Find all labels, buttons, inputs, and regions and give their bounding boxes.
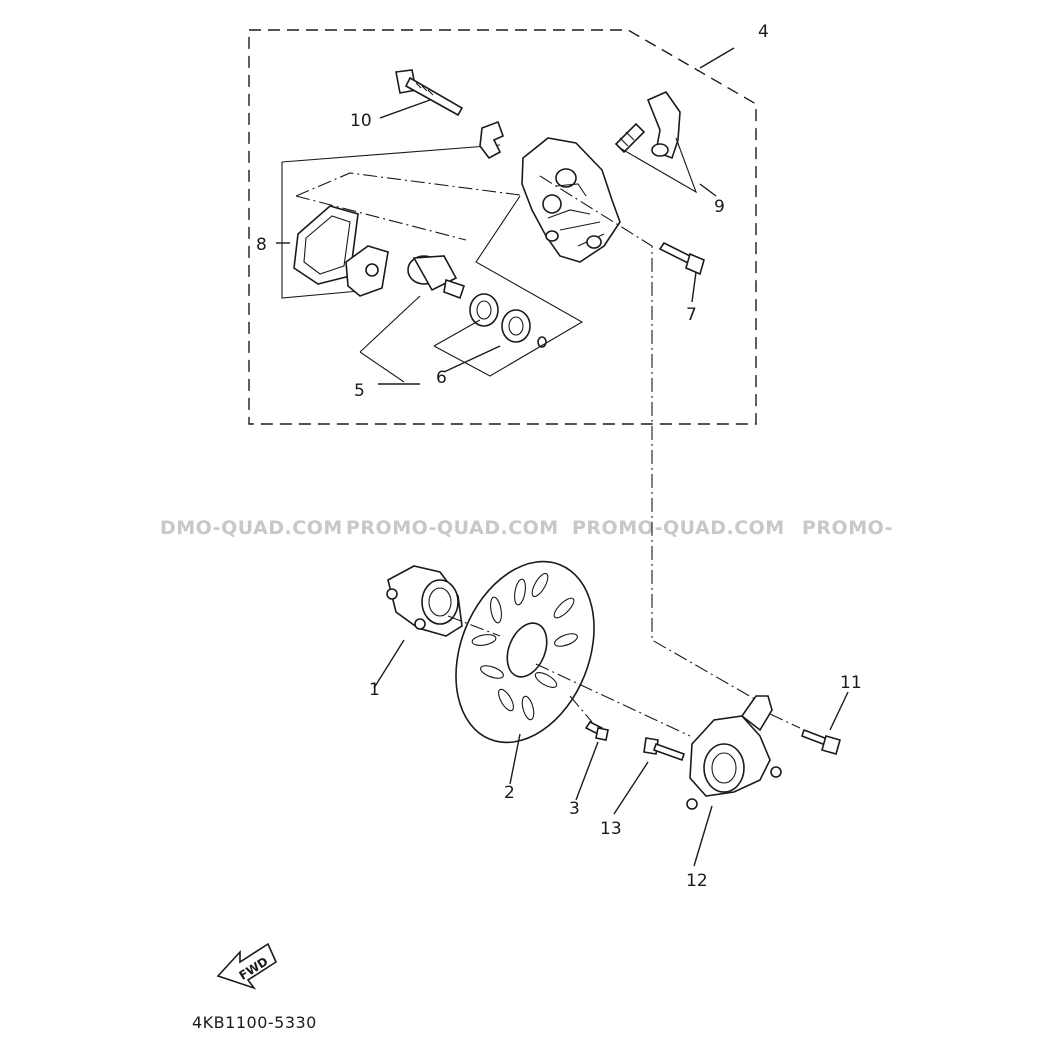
centerline-bolt-11: [769, 713, 801, 729]
label-part-4: 4: [758, 22, 769, 42]
fwd-arrow-icon: [216, 942, 278, 990]
disc-bolt-part-3: [584, 720, 609, 741]
caliper-bracket-part-12: [686, 695, 782, 810]
brake-pads-part-8: [293, 205, 389, 297]
forward-arrow: FWD: [216, 942, 278, 990]
caliper-assembly-group: [281, 69, 705, 383]
label-part-1: 1: [369, 680, 380, 700]
guide-line-caliper-to-bracket: [539, 175, 761, 703]
watermark-text-1: DMO-QUAD.COM: [160, 517, 343, 539]
watermark-row: DMO-QUAD.COM PROMO-QUAD.COM PROMO-QUAD.C…: [160, 517, 893, 539]
watermark-text-3: PROMO-QUAD.COM: [572, 517, 785, 539]
label-part-3: 3: [569, 799, 580, 819]
part-number-labels: 1 2 3 4 5 6 7 8 9 10 11 12 13: [256, 22, 862, 891]
leader-lines: [276, 47, 849, 867]
piston-part-5: [407, 255, 466, 300]
pad-clip: [479, 120, 505, 160]
watermark-text-4: PROMO-: [802, 517, 893, 539]
bolt-part-7: [658, 241, 705, 276]
label-part-11: 11: [840, 673, 862, 693]
bleeder-part-9: [614, 91, 681, 160]
bracket-6: [433, 195, 584, 377]
caliper-assembly-boundary: [248, 29, 757, 425]
disc-slots: [471, 572, 578, 721]
bracket-pads: [281, 144, 501, 299]
centerline-disc-bolts: [447, 615, 691, 737]
seals-part-6: [469, 293, 547, 348]
label-part-6: 6: [436, 368, 447, 388]
bolt-part-11: [800, 728, 841, 755]
bracket-9: [619, 137, 698, 194]
centerline-pad-group: [295, 172, 521, 241]
hub-part-1: [386, 565, 463, 637]
bracket-5: [359, 295, 421, 383]
label-part-5: 5: [354, 381, 365, 401]
caliper-body: [521, 137, 621, 263]
label-part-9: 9: [714, 197, 725, 217]
label-part-10: 10: [350, 111, 372, 131]
label-part-8: 8: [256, 235, 267, 255]
watermark-text-2: PROMO-QUAD.COM: [346, 517, 559, 539]
bolt-part-13: [643, 737, 686, 762]
label-part-13: 13: [600, 819, 622, 839]
drawing-code: 4KB1100-5330: [192, 1013, 317, 1032]
label-part-2: 2: [504, 783, 515, 803]
label-part-7: 7: [686, 305, 697, 325]
label-part-12: 12: [686, 871, 708, 891]
brake-disc-part-2: [455, 560, 595, 744]
pin-part-10: [395, 69, 464, 117]
